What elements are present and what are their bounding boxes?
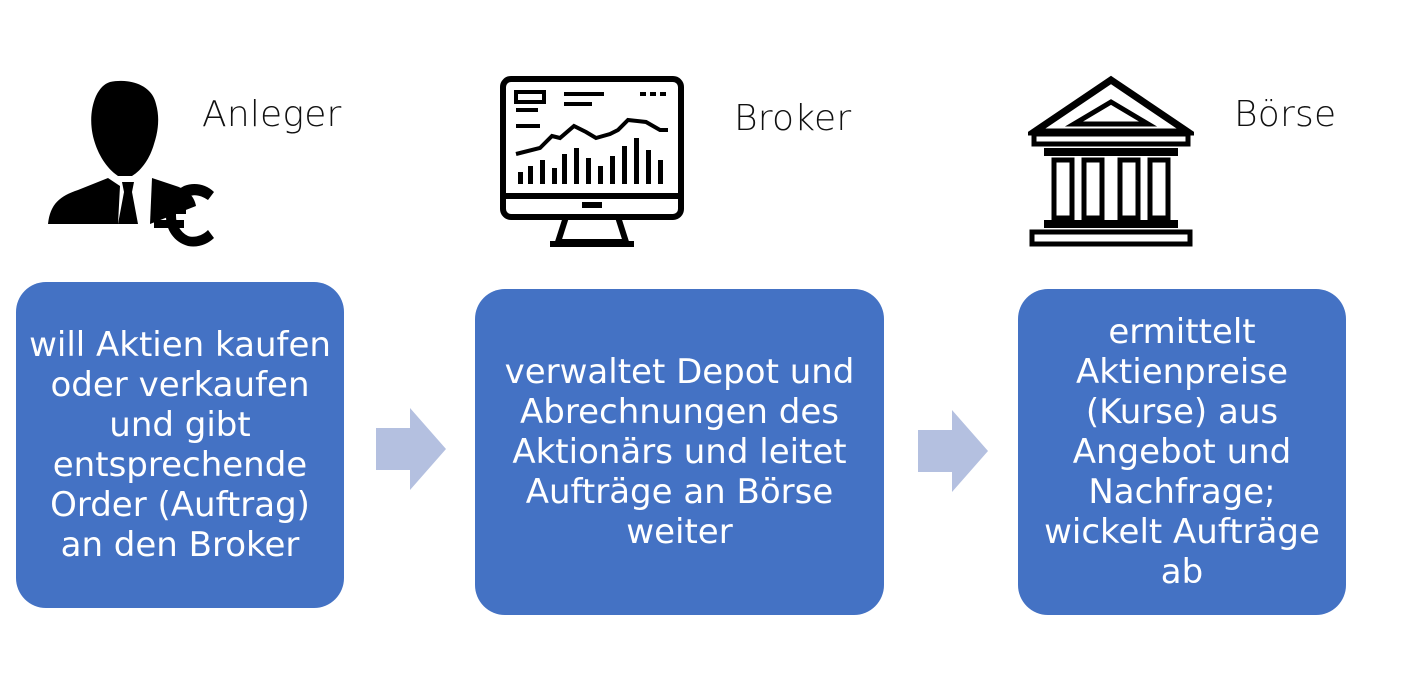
step-title-anleger: Anleger (202, 94, 342, 135)
flow-arrow-1 (376, 408, 446, 490)
flow-arrow-2 (918, 410, 988, 492)
stock-exchange-building-icon (1028, 75, 1194, 247)
step-box-anleger: will Aktien kaufen oder verkaufen und gi… (16, 282, 344, 608)
step-description-broker: verwaltet Depot und Abrechnungen des Akt… (504, 352, 855, 552)
investor-euro-icon (48, 80, 214, 247)
step-box-broker: verwaltet Depot und Abrechnungen des Akt… (475, 289, 884, 615)
trading-monitor-icon (500, 76, 684, 247)
step-title-broker: Broker (734, 98, 852, 139)
step-box-boerse: ermittelt Aktienpreise (Kurse) aus Angeb… (1018, 289, 1346, 615)
step-description-boerse: ermittelt Aktienpreise (Kurse) aus Angeb… (1044, 312, 1320, 592)
step-description-anleger: will Aktien kaufen oder verkaufen und gi… (29, 325, 331, 565)
step-title-boerse: Börse (1234, 94, 1337, 135)
